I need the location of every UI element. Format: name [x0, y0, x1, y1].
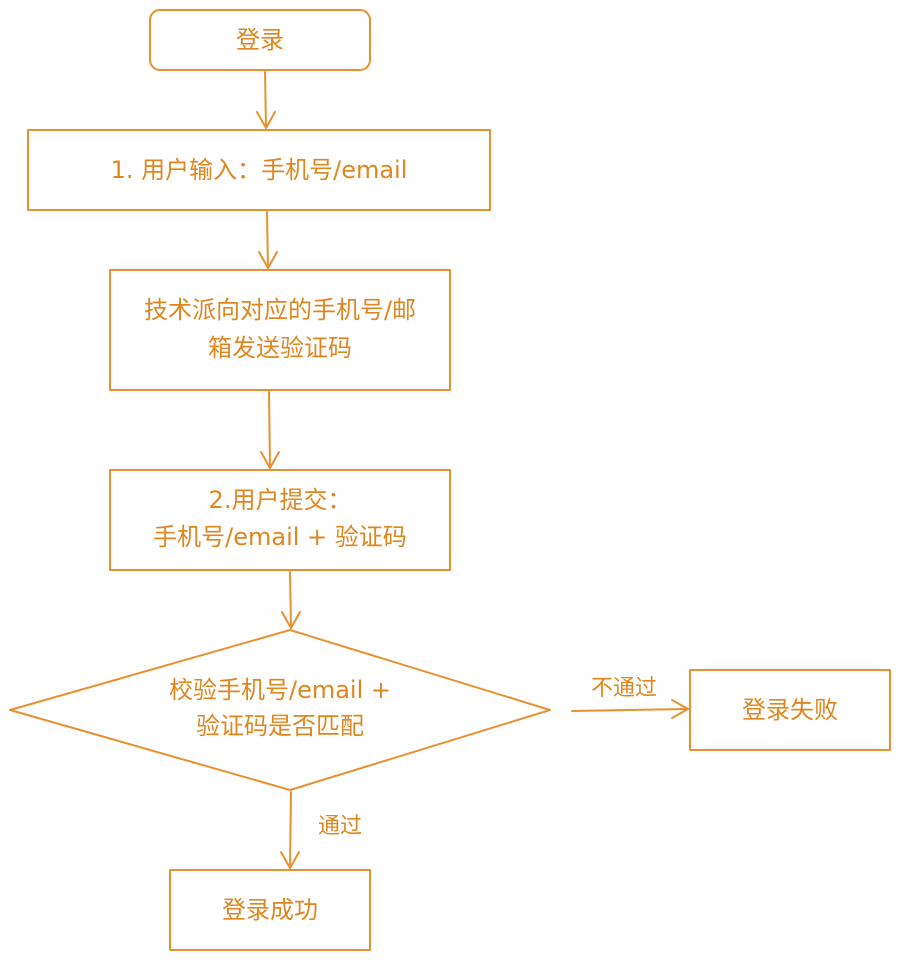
step2-node-label-line2: 箱发送验证码: [208, 334, 352, 362]
step2-node[interactable]: 技术派向对应的手机号/邮 箱发送验证码: [109, 269, 451, 391]
arrow-start-to-step1: [256, 71, 276, 129]
step3-node[interactable]: 2.用户提交： 手机号/email + 验证码: [109, 469, 451, 571]
fail-node-label: 登录失败: [742, 696, 838, 724]
arrow-step1-to-step2: [258, 211, 278, 269]
success-node-label: 登录成功: [222, 896, 318, 924]
success-node[interactable]: 登录成功: [169, 869, 371, 951]
step2-node-label-line1: 技术派向对应的手机号/邮: [144, 296, 416, 324]
decision-node[interactable]: 校验手机号/email + 验证码是否匹配: [9, 629, 551, 791]
step3-node-label-line2: 手机号/email + 验证码: [153, 523, 407, 551]
decision-node-label-line2: 验证码是否匹配: [196, 712, 364, 740]
decision-node-label-line1: 校验手机号/email +: [169, 676, 391, 704]
fail-node[interactable]: 登录失败: [689, 669, 891, 751]
start-node[interactable]: 登录: [149, 9, 371, 71]
step3-node-label-line1: 2.用户提交：: [209, 486, 352, 514]
arrow-decision-to-fail: [571, 699, 689, 719]
edge-label-fail: 不通过: [591, 676, 657, 701]
step1-node-label: 1. 用户输入：手机号/email: [111, 156, 408, 184]
start-node-label: 登录: [236, 26, 284, 54]
edge-label-pass: 通过: [318, 814, 362, 839]
arrow-step3-to-decision: [281, 571, 301, 629]
step1-node[interactable]: 1. 用户输入：手机号/email: [27, 129, 491, 211]
arrow-step2-to-step3: [260, 391, 280, 469]
arrow-decision-to-success: [280, 791, 300, 869]
